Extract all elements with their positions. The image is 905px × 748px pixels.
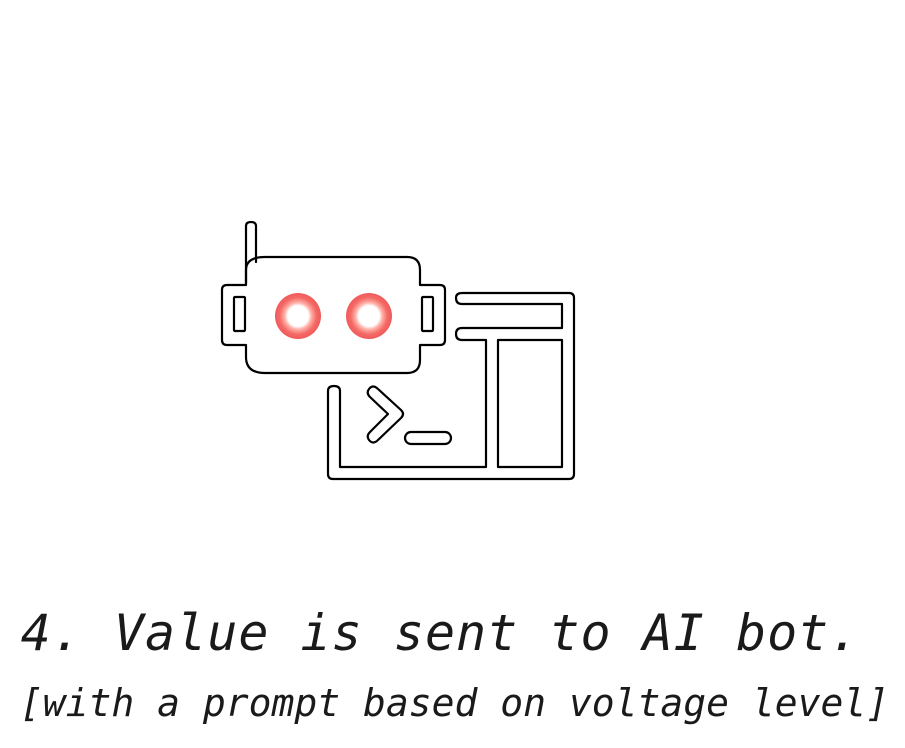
terminal-window-icon	[326, 291, 576, 481]
left-ear-icon	[232, 295, 247, 333]
robot-head-icon	[220, 255, 447, 375]
right-ear-icon	[420, 295, 435, 333]
robot-terminal-illustration	[220, 220, 576, 481]
robot-icon	[220, 220, 447, 375]
left-eye-icon	[275, 293, 321, 339]
cursor-icon	[403, 430, 453, 446]
step-caption-subtitle: [with a prompt based on voltage level]	[19, 681, 890, 725]
step-caption-title: 4. Value is sent to AI bot.	[20, 604, 861, 662]
prompt-icon	[366, 385, 453, 446]
right-eye-icon	[346, 293, 392, 339]
antenna-icon	[244, 220, 258, 285]
